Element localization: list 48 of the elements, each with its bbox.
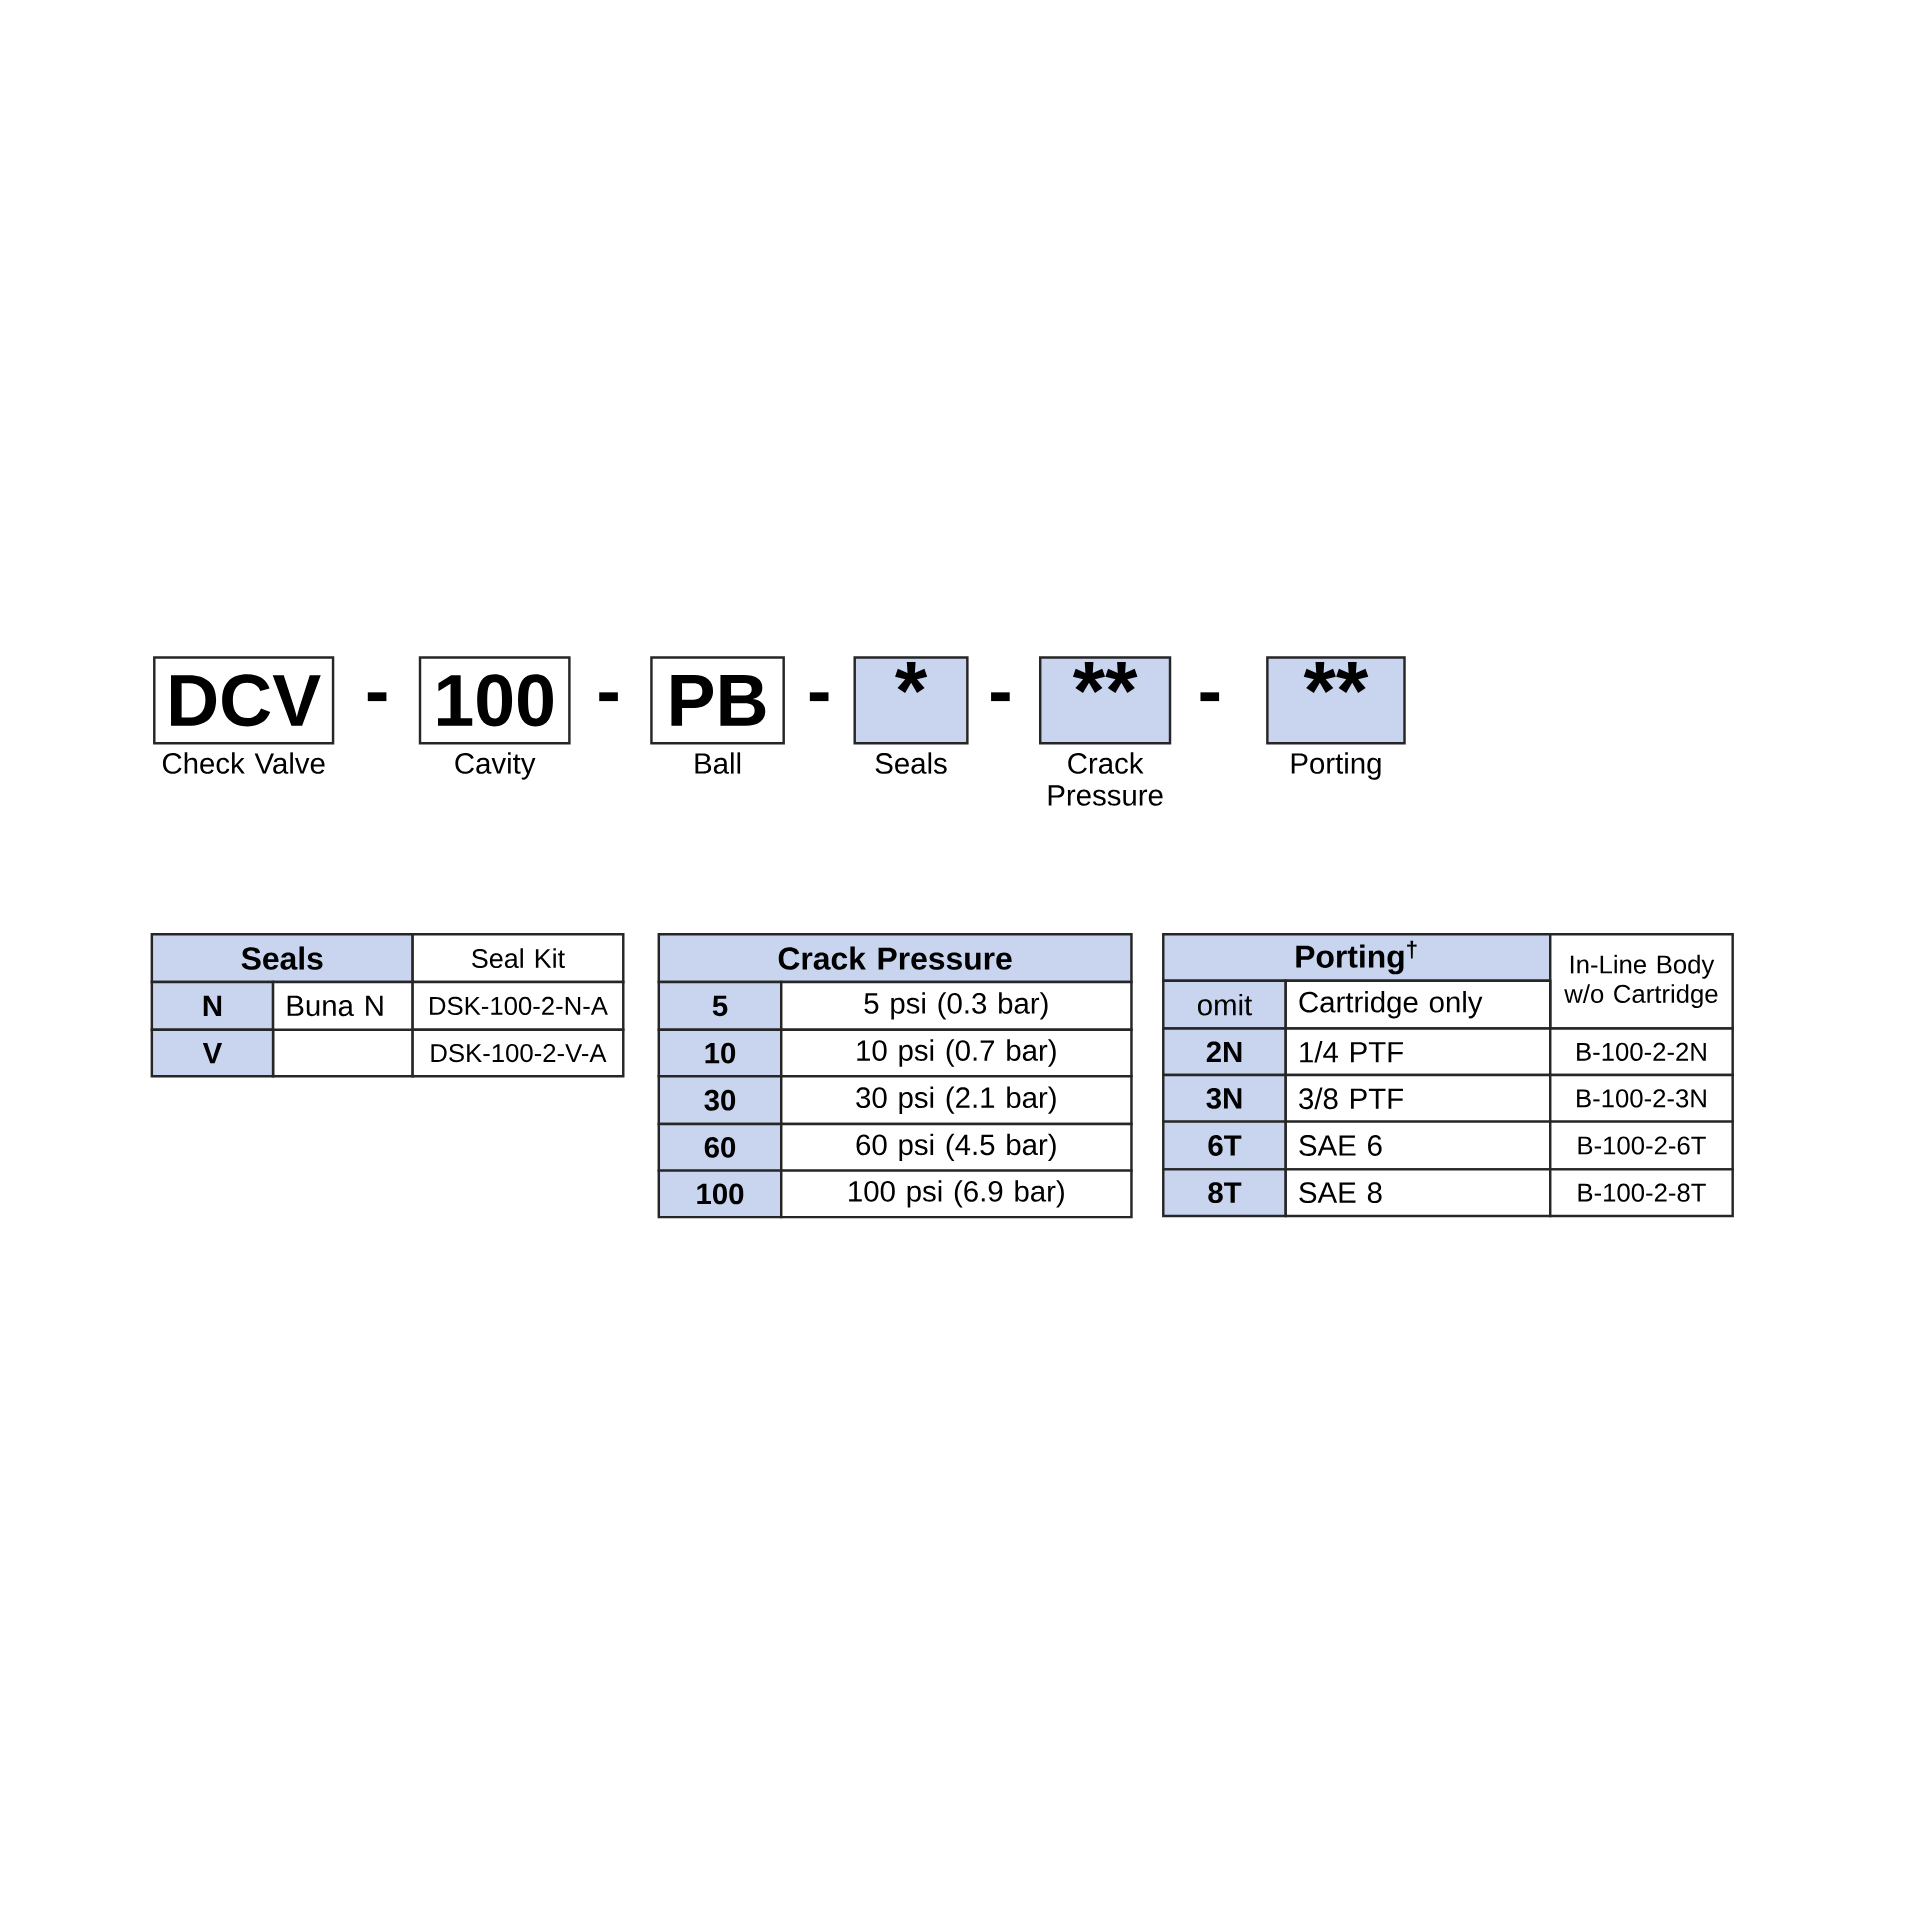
table-cell: SAE 6 <box>1284 1120 1552 1171</box>
table-cell: DSK-100-2-N-A <box>411 980 625 1031</box>
separator-dash: - <box>599 692 618 702</box>
table-cell: 3/8 PTF <box>1284 1073 1552 1123</box>
table-cell: 30 psi (2.1 bar) <box>780 1075 1133 1126</box>
table-cell: 6T <box>1162 1120 1287 1171</box>
table-cell: B-100-2-2N <box>1549 1027 1734 1077</box>
box-caption: Porting <box>1291 752 1381 780</box>
table-cell: B-100-2-6T <box>1549 1120 1734 1171</box>
separator-dash: - <box>991 692 1010 702</box>
table-cell: Cartridge only <box>1284 979 1552 1030</box>
code-box: PB <box>650 656 785 745</box>
table-cell: SAE 8 <box>1284 1168 1552 1218</box>
table-cell: V <box>150 1028 275 1078</box>
table-cell: 100 psi (6.9 bar) <box>780 1169 1133 1219</box>
box-caption: Crack Pressure <box>1048 752 1163 806</box>
code-box: ** <box>1266 656 1406 745</box>
separator-dash: - <box>1200 692 1220 702</box>
table-cell: In-Line Body w/o Cartridge <box>1549 933 1734 1030</box>
table-cell: N <box>150 980 275 1031</box>
table-cell: DSK-100-2-V-A <box>411 1028 625 1078</box>
box-caption: Cavity <box>455 752 536 780</box>
code-box: DCV <box>153 656 335 745</box>
table-cell: 10 psi (0.7 bar) <box>780 1028 1133 1078</box>
table-cell: 8T <box>1162 1168 1287 1218</box>
table-cell: 30 <box>657 1075 783 1126</box>
code-box: 100 <box>418 656 571 745</box>
table-cell: 1/4 PTF <box>1284 1027 1552 1077</box>
table-cell: 60 <box>657 1122 783 1172</box>
separator-dash: - <box>367 692 387 702</box>
table-cell: 2N <box>1162 1027 1287 1077</box>
table-cell: 100 <box>657 1169 783 1219</box>
table-cell: Buna N <box>271 980 414 1031</box>
table-cell: B-100-2-8T <box>1549 1168 1734 1218</box>
box-caption: Ball <box>695 752 741 774</box>
table-cell: omit <box>1162 979 1287 1030</box>
code-box: * <box>853 656 969 745</box>
table-cell: 60 psi (4.5 bar) <box>780 1122 1133 1172</box>
table-cell: 10 <box>657 1028 783 1078</box>
separator-dash: - <box>809 692 829 702</box>
table-cell: 5 <box>657 980 783 1031</box>
box-caption: Check Valve <box>162 752 325 774</box>
table-cell: Seal Kit <box>411 933 625 984</box>
box-caption: Seals <box>875 752 947 774</box>
table-cell: 5 psi (0.3 bar) <box>780 980 1133 1031</box>
table-cell: B-100-2-3N <box>1549 1073 1734 1123</box>
code-box: ** <box>1039 656 1172 745</box>
table-cell: 3N <box>1162 1073 1287 1123</box>
